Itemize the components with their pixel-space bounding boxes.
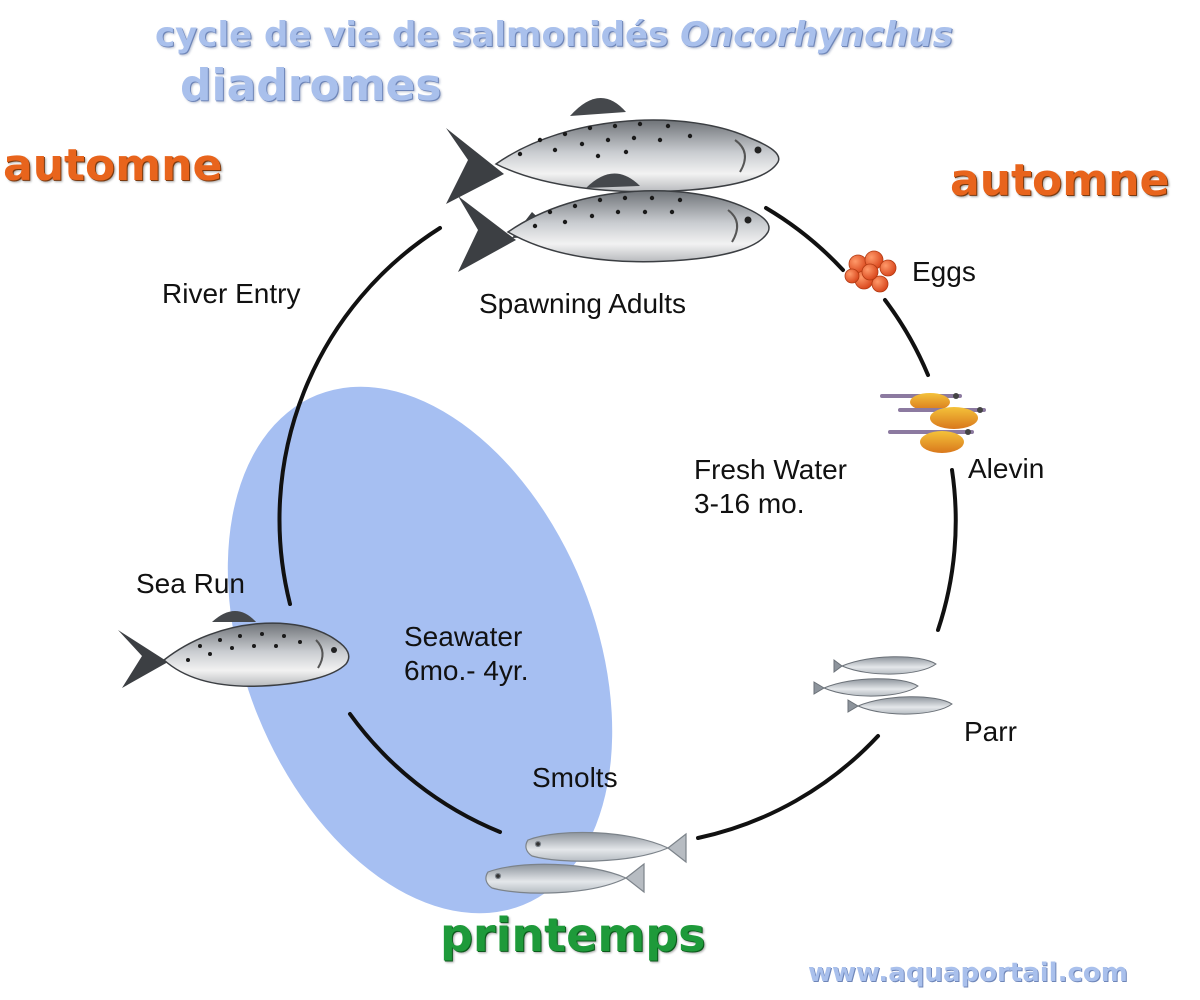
website-link[interactable]: www.aquaportail.com: [808, 958, 1128, 988]
label-eggs: Eggs: [912, 256, 976, 287]
arc-smolts-to-searun: [348, 712, 502, 834]
phase-seawater-name: Seawater: [404, 621, 523, 652]
title-line-1: cycle de vie de salmonidés Oncorhynchus: [155, 15, 953, 55]
season-autumn-left: automne: [3, 140, 223, 191]
adult-salmon-back: [446, 97, 780, 204]
season-autumn-right: automne: [950, 155, 1170, 206]
adult-salmon-front: [458, 173, 770, 272]
arc-eggs-to-alevin: [883, 298, 930, 377]
label-parr: Parr: [964, 716, 1017, 747]
alevin-fish: [880, 393, 986, 453]
cycle-arrows: [277, 206, 958, 840]
sea-run-fish: [118, 611, 350, 688]
spawning-adults-fish: [446, 97, 780, 272]
title-text: cycle de vie de salmonidés: [155, 15, 681, 55]
phase-fresh-water: Fresh Water 3-16 mo.: [694, 453, 847, 521]
season-spring: printemps: [440, 908, 706, 962]
arc-searun-to-adults: [277, 226, 442, 606]
label-alevin: Alevin: [968, 453, 1045, 484]
smolts-fish: [485, 831, 687, 894]
label-sea-run: Sea Run: [136, 568, 245, 599]
title-species: Oncorhynchus: [680, 15, 953, 55]
label-smolts: Smolts: [532, 762, 618, 793]
phase-seawater-duration: 6mo.- 4yr.: [404, 655, 529, 686]
arc-alevin-to-parr: [936, 468, 958, 632]
seawater-zone: [227, 386, 613, 914]
arc-parr-to-smolts: [696, 734, 880, 840]
eggs-cluster: [844, 250, 897, 293]
label-river-entry: River Entry: [162, 278, 301, 309]
phase-seawater: Seawater 6mo.- 4yr.: [404, 620, 528, 688]
parr-fish: [813, 656, 953, 715]
phase-fresh-water-name: Fresh Water: [694, 454, 847, 485]
phase-fresh-water-duration: 3-16 mo.: [694, 488, 805, 519]
label-spawning-adults: Spawning Adults: [479, 288, 687, 319]
title-line-2: diadromes: [180, 60, 442, 111]
arc-adults-to-eggs: [764, 206, 845, 272]
